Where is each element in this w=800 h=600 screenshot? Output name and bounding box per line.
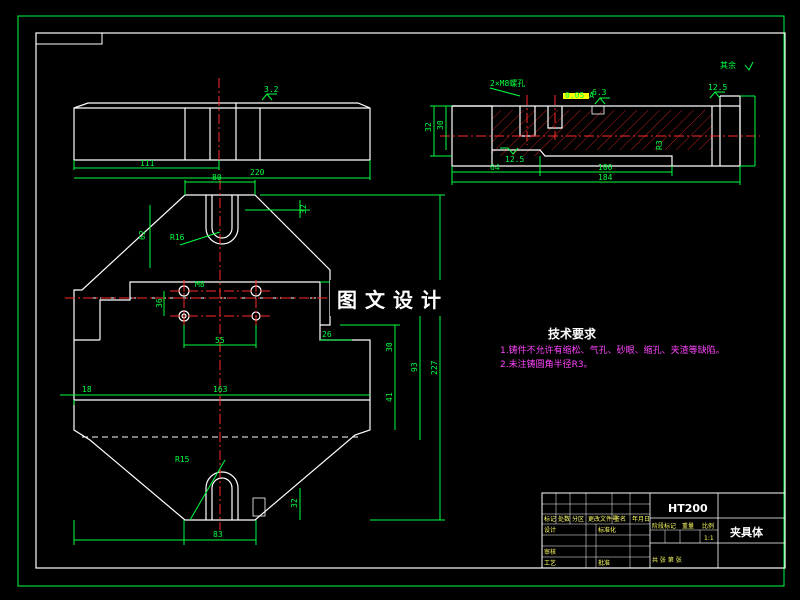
dim-32-right: 32 — [299, 204, 308, 214]
watermark-bg — [330, 280, 480, 316]
tb-weight: 重量 — [682, 522, 694, 530]
technical-notes: 技术要求 1.铸件不允许有缩松、气孔、砂眼、缩孔、夹渣等缺陷。 2.未注铸圆角半… — [500, 326, 725, 370]
corner-tab — [35, 32, 103, 45]
side-dim-30: 30 — [436, 120, 445, 130]
roughness-side-1: 12.5 — [505, 155, 524, 164]
note-2: 2.未注铸圆角半径R3。 — [500, 358, 593, 370]
tb-material: HT200 — [668, 502, 708, 515]
tb-review: 审核 — [544, 548, 556, 556]
dim-32-bottom: 32 — [290, 498, 299, 508]
tb-count: 处数 — [558, 515, 570, 523]
tb-design: 设计 — [544, 526, 556, 534]
tb-scale: 比例 — [702, 522, 714, 530]
svg-text:R15: R15 — [175, 455, 190, 464]
side-view: 0.05 A 6.3 12.5 12.5 2×M8螺孔 32 30 64 100… — [424, 60, 760, 185]
side-dim-184: 184 — [598, 173, 613, 182]
tb-zone: 分区 — [572, 515, 584, 523]
dim-30: 30 — [385, 342, 394, 352]
top-view: 3.2 111 220 — [73, 78, 371, 180]
side-dim-32: 32 — [424, 122, 433, 132]
roughness-side-2: 6.3 — [592, 88, 607, 97]
roughness-rest: 其余 — [720, 60, 736, 70]
dim-41: 41 — [385, 392, 394, 402]
tb-scale-value: 1:1 — [704, 535, 714, 542]
title-block: 标记 处数 分区 更改文件号 签名 年月日 设计 标准化 审核 工艺 批准 阶段… — [541, 492, 786, 569]
dim-111: 111 — [140, 159, 155, 168]
svg-text:R16: R16 — [170, 233, 185, 242]
front-view: 80 62 32 R16 R15 55 36 M8 26 30 41 93 22… — [60, 173, 445, 545]
svg-text:M8: M8 — [195, 280, 205, 289]
tb-mark: 标记 — [544, 515, 556, 523]
svg-text:0.05 A: 0.05 A — [565, 91, 594, 100]
tb-sign: 签名 — [614, 515, 626, 523]
side-dim-100: 100 — [598, 163, 613, 172]
tb-part-name: 夹具体 — [730, 525, 764, 539]
roughness-side-3: 12.5 — [708, 83, 727, 92]
tb-date: 年月日 — [632, 515, 650, 523]
dim-227: 227 — [430, 360, 439, 375]
dim-80: 80 — [212, 173, 222, 182]
tb-approve: 批准 — [598, 559, 610, 567]
tb-process: 工艺 — [544, 559, 556, 567]
tb-change-doc: 更改文件号 — [588, 515, 618, 523]
dim-220: 220 — [250, 168, 265, 177]
dim-83: 83 — [213, 530, 223, 539]
side-dim-64: 64 — [490, 163, 500, 172]
note-1: 1.铸件不允许有缩松、气孔、砂眼、缩孔、夹渣等缺陷。 — [500, 344, 725, 356]
dim-93: 93 — [410, 362, 419, 372]
tb-standardize: 标准化 — [598, 526, 616, 534]
notes-title: 技术要求 — [548, 326, 597, 341]
dim-55: 55 — [215, 336, 225, 345]
svg-text:R3: R3 — [655, 140, 664, 150]
dim-26: 26 — [322, 330, 332, 339]
side-thread: 2×M8螺孔 — [490, 78, 525, 88]
roughness-top: 3.2 — [264, 85, 279, 94]
watermark: 图文设计 — [337, 288, 449, 312]
inner-frame — [35, 32, 786, 569]
dim-62: 62 — [138, 230, 147, 240]
dim-18: 18 — [82, 385, 92, 394]
dim-36: 36 — [155, 298, 164, 308]
tb-stage: 阶段标记 — [652, 522, 676, 530]
outer-frame — [17, 15, 785, 587]
dim-163: 163 — [213, 385, 228, 394]
tb-sheet: 共 张 第 张 — [652, 556, 682, 564]
